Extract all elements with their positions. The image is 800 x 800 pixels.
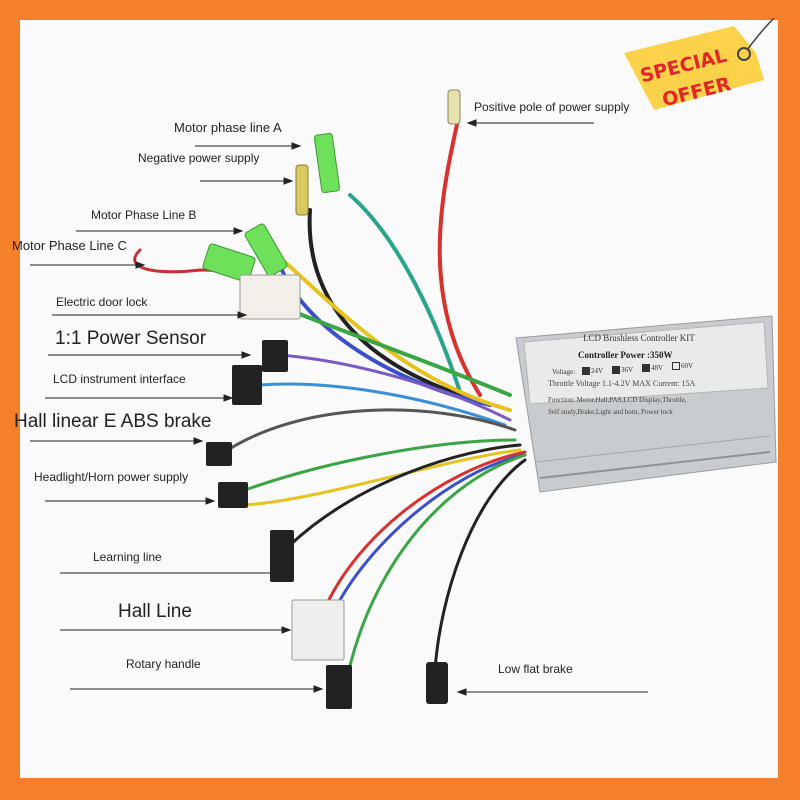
checkbox-24v — [582, 367, 590, 376]
voltage-option-24: 24V — [582, 367, 603, 376]
connector-hall-abs — [206, 442, 232, 466]
label-hall-abs: Hall linear E ABS brake — [14, 411, 212, 432]
voltage-option-48: 48V — [642, 364, 663, 373]
voltage-option-36: 36V — [612, 366, 633, 375]
checkbox-60v — [672, 362, 680, 371]
label-motor-phase-a: Motor phase line A — [174, 120, 282, 135]
pointer-lines — [30, 119, 648, 696]
voltage-label: Voltage: — [552, 368, 576, 376]
label-low-flat-brake: Low flat brake — [498, 662, 573, 676]
controller-function-line-2: Self study,Brake,Light and horn, Power l… — [548, 408, 673, 416]
tag-icon — [624, 17, 775, 110]
connector-learning — [270, 530, 294, 582]
voltage-option-60: 60V — [672, 362, 693, 371]
connector-power-sensor — [262, 340, 288, 372]
label-power-sensor: 1:1 Power Sensor — [55, 328, 207, 349]
connector-rotary — [326, 665, 352, 709]
label-rotary-handle: Rotary handle — [126, 657, 201, 671]
controller-box — [515, 315, 777, 493]
connector-hall-line — [291, 599, 345, 661]
connectors — [202, 89, 461, 709]
label-positive-pole: Positive pole of power supply — [474, 100, 630, 114]
controller-title: LCD Brushless Controller KIT — [583, 333, 695, 343]
connector-brake — [426, 662, 448, 704]
special-offer-badge: SPECIAL OFFER — [624, 17, 775, 113]
label-door-lock: Electric door lock — [56, 295, 148, 309]
label-headlight-horn: Headlight/Horn power supply — [34, 470, 189, 484]
label-hall-line: Hall Line — [118, 601, 192, 622]
connector-phase-a — [313, 132, 341, 194]
label-motor-phase-b: Motor Phase Line B — [91, 208, 197, 222]
label-learning-line: Learning line — [93, 550, 162, 564]
connector-phase-c — [202, 243, 256, 283]
checkbox-48v — [642, 364, 650, 373]
controller-spec-line: Throttle Voltage 1.1-4.2V MAX Current: 1… — [548, 379, 696, 388]
label-negative-power: Negative power supply — [138, 151, 260, 165]
connector-headlight — [218, 482, 248, 508]
connector-phase-b — [244, 223, 288, 277]
checkbox-36v — [612, 366, 620, 375]
controller-function-line-1: Function: Motor,Hall,PAS,LCD Display,Thr… — [548, 396, 687, 404]
connector-negative — [295, 164, 309, 216]
connector-door-lock — [239, 274, 301, 320]
label-motor-phase-c: Motor Phase Line C — [12, 238, 127, 253]
connector-lcd — [232, 365, 262, 405]
connector-positive — [447, 89, 461, 125]
label-lcd-interface: LCD instrument interface — [53, 372, 186, 386]
controller-power: Controller Power :350W — [578, 350, 673, 360]
